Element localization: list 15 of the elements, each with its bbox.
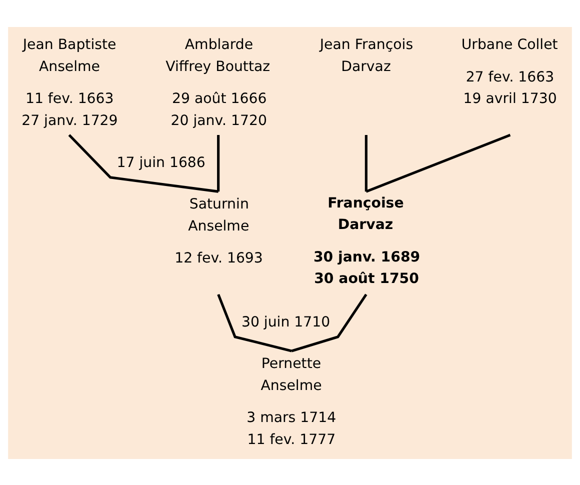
edge-label: 30 juin 1710 [241, 314, 330, 330]
node-text: Françoise Darvaz 30 janv. 1689 30 août 1750 [313, 194, 420, 287]
connector [217, 134, 220, 192]
connector [217, 293, 292, 352]
connector [291, 293, 368, 352]
node-text: Pernette Anselme 3 mars 1714 11 fev. 1777 [246, 356, 336, 448]
connector [68, 134, 218, 192]
node-text: Urbane Collet 27 fev. 1663 19 avril 1730 [461, 36, 558, 107]
node-text: Saturnin Anselme 12 fev. 1693 [174, 196, 263, 266]
connector [366, 133, 511, 192]
edge-label: 17 juin 1686 [116, 154, 206, 170]
node-text: Jean François Darvaz [320, 36, 414, 75]
connector [364, 134, 368, 192]
node-text: Jean Baptiste Anselme 11 fev. 1663 27 janv. 1729 [22, 36, 118, 129]
node-text: Amblarde Viffrey Bouttaz 29 août 1666 20 janv. 1720 [166, 36, 270, 129]
